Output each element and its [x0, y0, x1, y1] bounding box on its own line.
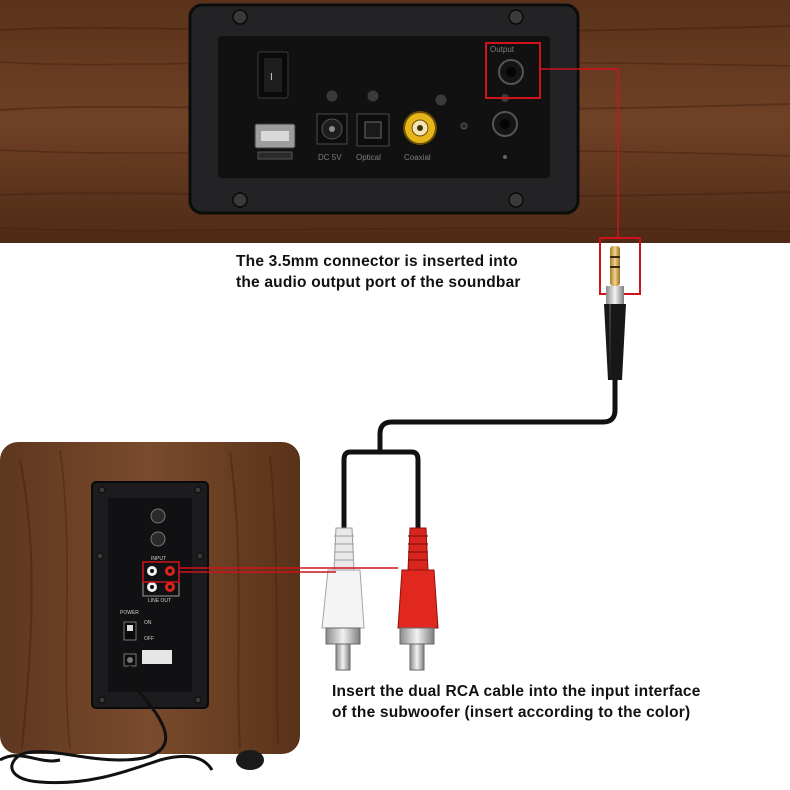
power-switch: I: [257, 51, 289, 99]
caption-top-line2: the audio output port of the soundbar: [236, 274, 521, 291]
optical-port: [356, 89, 390, 147]
rca-white-plug: [321, 527, 365, 671]
port-labels: Output DC 5V Optical Coaxial: [318, 45, 515, 162]
off-label: OFF: [144, 636, 154, 642]
rca-callout-lines: [142, 561, 398, 583]
audio-output-jack: [498, 59, 524, 85]
svg-text:I: I: [270, 72, 273, 83]
caption-bottom-line1: Insert the dual RCA cable into the input…: [332, 683, 701, 700]
rca-red-plug: [397, 527, 439, 671]
subwoofer-power-switch: [123, 621, 137, 641]
caption-bottom: Insert the dual RCA cable into the input…: [332, 681, 701, 723]
usb-port: [254, 123, 296, 160]
caption-top: The 3.5mm connector is inserted into the…: [236, 251, 521, 293]
callout-line: [540, 68, 619, 238]
line-out-label: LINE OUT: [148, 598, 171, 604]
volume-knob: [150, 508, 166, 547]
output-highlight-box: [485, 42, 541, 99]
soundbar: I: [0, 0, 790, 243]
dc-port-label: DC 5V: [318, 153, 342, 162]
jack-plug: [604, 246, 626, 380]
caption-bottom-line2: of the subwoofer (insert according to th…: [332, 704, 691, 721]
dc-port: [316, 89, 348, 145]
caption-top-line1: The 3.5mm connector is inserted into: [236, 253, 518, 270]
input-label: INPUT: [151, 556, 166, 562]
output-port-label: Output: [490, 45, 515, 54]
power-label: POWER: [120, 610, 139, 616]
audio-cable: [321, 237, 641, 671]
coaxial-port: [403, 93, 448, 145]
subwoofer: INPUT LINE OUT POWER ON OFF: [0, 442, 300, 785]
optical-port-label: Optical: [356, 153, 381, 162]
on-label: ON: [144, 620, 152, 626]
coaxial-port-label: Coaxial: [404, 153, 431, 162]
screw-icon: [232, 9, 524, 208]
